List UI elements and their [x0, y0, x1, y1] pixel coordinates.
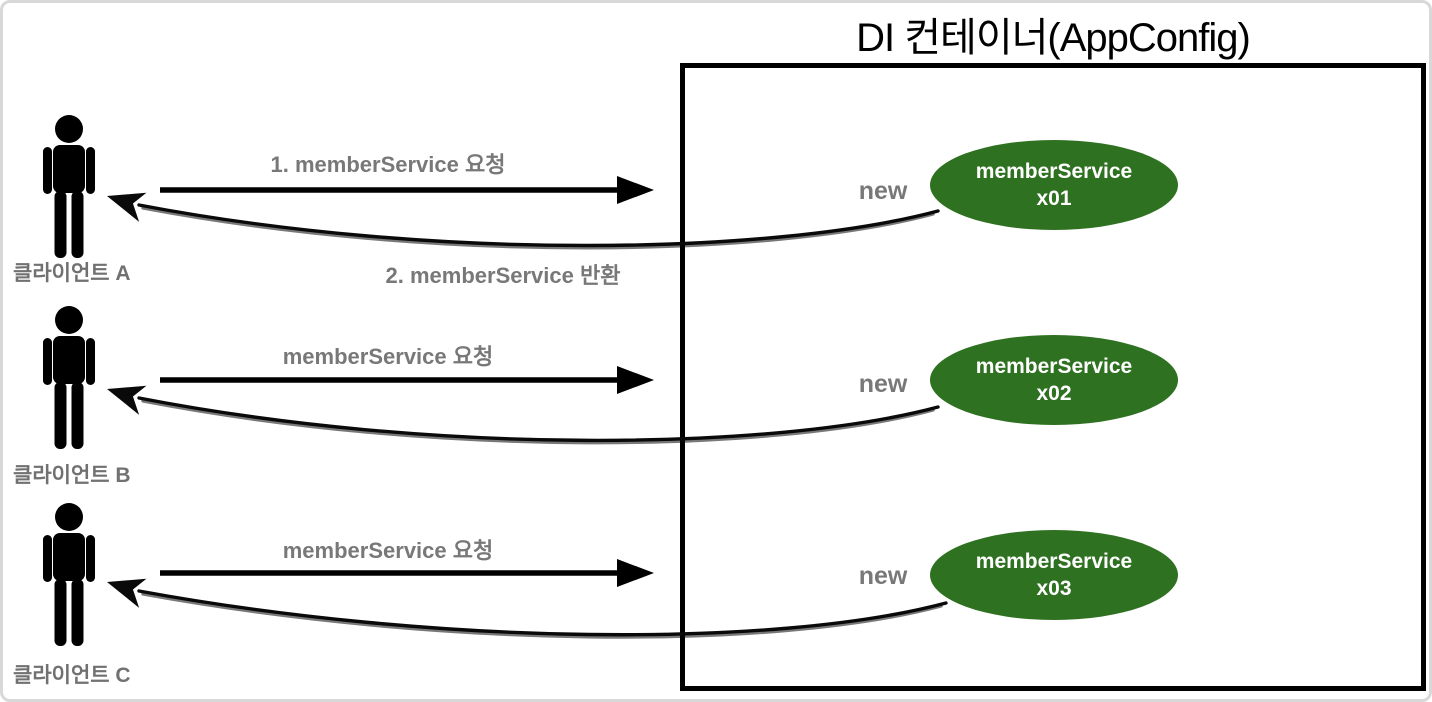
di-container-title: DI 컨테이너(AppConfig) [856, 16, 1251, 60]
request-label-c: memberService 요청 [282, 538, 494, 563]
client-b-person-icon [43, 306, 95, 449]
client-a-person-icon [43, 115, 95, 258]
request-arrow-b [160, 366, 654, 394]
client-b-label: 클라이언트 B [13, 464, 131, 487]
service-label-x01: memberService x01 [930, 140, 1178, 230]
member-service-ellipse-x02 [930, 335, 1178, 425]
service-name: memberService [975, 355, 1133, 378]
new-label-b: new [858, 370, 908, 398]
return-arrow-a [102, 182, 940, 250]
return-arrow-b [102, 375, 940, 445]
service-instance: x02 [1036, 382, 1072, 405]
request-label-a: 1. memberService 요청 [270, 152, 506, 177]
client-c-person-icon [43, 503, 95, 646]
new-label-a: new [858, 177, 908, 205]
return-arrow-c [102, 568, 948, 639]
member-service-ellipse-x03 [930, 530, 1178, 620]
request-arrow-a [160, 176, 654, 204]
service-name: memberService [975, 550, 1133, 573]
diagram-graphics [43, 115, 1178, 646]
di-container-box [680, 63, 1426, 691]
service-instance: x01 [1036, 187, 1072, 210]
client-a-label: 클라이언트 A [13, 262, 131, 285]
service-name: memberService [975, 160, 1133, 183]
member-service-ellipse-x01 [930, 140, 1178, 230]
service-instance: x03 [1036, 577, 1072, 600]
service-label-x03: memberService x03 [930, 530, 1178, 620]
service-label-x02: memberService x02 [930, 335, 1178, 425]
return-label-a: 2. memberService 반환 [385, 263, 621, 288]
request-arrow-c [160, 559, 654, 587]
request-label-b: memberService 요청 [282, 344, 494, 369]
client-c-label: 클라이언트 C [13, 664, 131, 687]
new-label-c: new [858, 562, 908, 590]
